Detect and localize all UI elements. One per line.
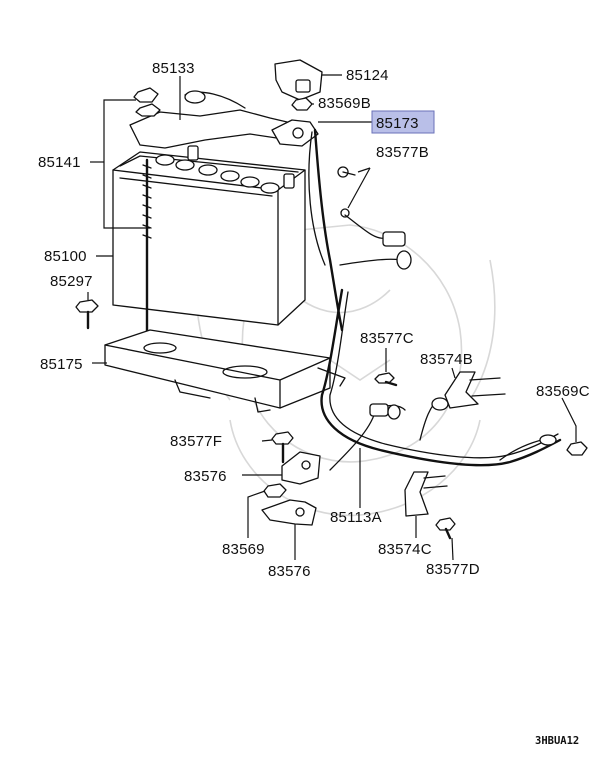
label-85297[interactable]: 85297 xyxy=(50,273,93,290)
label-85141[interactable]: 85141 xyxy=(38,154,81,171)
battery-terminal-posts xyxy=(187,145,295,189)
bracket-83574C xyxy=(404,471,448,517)
label-83574B[interactable]: 83574B xyxy=(420,351,473,368)
bolt-83577F xyxy=(271,431,294,464)
label-85175[interactable]: 85175 xyxy=(40,356,83,373)
label-85173[interactable]: 85173 xyxy=(376,115,419,132)
highlight-box xyxy=(371,110,435,134)
label-83577F[interactable]: 83577F xyxy=(170,433,222,450)
label-83569[interactable]: 83569 xyxy=(222,541,265,558)
part-labels: 85133 85124 83569B 85173 83577B 85141 85… xyxy=(38,60,590,580)
label-83576-lower[interactable]: 83576 xyxy=(268,563,311,580)
label-85133[interactable]: 85133 xyxy=(152,60,195,77)
label-83577D[interactable]: 83577D xyxy=(426,561,480,578)
leader-lines xyxy=(87,74,577,561)
label-83577C[interactable]: 83577C xyxy=(360,330,414,347)
diagram-code: 3HBUA12 xyxy=(535,735,579,747)
bracket-83576-lower xyxy=(261,499,317,526)
nut-83569C xyxy=(566,441,588,456)
terminal-85173 xyxy=(271,119,319,147)
harness-upper-connectors xyxy=(339,214,412,270)
battery-tray xyxy=(104,329,331,413)
label-83569B[interactable]: 83569B xyxy=(318,95,371,112)
tray-clip xyxy=(317,367,346,387)
battery xyxy=(112,145,306,326)
bolt-83577D xyxy=(435,517,456,540)
label-83577B[interactable]: 83577B xyxy=(376,144,429,161)
label-85113A[interactable]: 85113A xyxy=(330,509,382,526)
bolt-83577C xyxy=(374,372,398,387)
battery-cell-caps xyxy=(155,154,280,194)
bolt-85297 xyxy=(75,299,99,330)
bracket-83576-upper xyxy=(281,451,321,485)
label-85124[interactable]: 85124 xyxy=(346,67,389,84)
label-83569C[interactable]: 83569C xyxy=(536,383,590,400)
bolt-83577B xyxy=(337,166,356,218)
terminal-cover-85124 xyxy=(274,59,323,101)
nut-83569 xyxy=(263,483,287,498)
label-85100[interactable]: 85100 xyxy=(44,248,87,265)
clamp-nuts xyxy=(133,87,161,117)
label-83574C[interactable]: 83574C xyxy=(378,541,432,558)
bracket-83574B xyxy=(444,371,506,409)
wiring-harness-85113A xyxy=(320,288,562,471)
hold-down-rod xyxy=(142,158,152,357)
battery-clamp-bar xyxy=(129,90,301,149)
battery-cable xyxy=(308,128,344,332)
nut-83569B xyxy=(291,97,313,111)
label-83576-upper[interactable]: 83576 xyxy=(184,468,227,485)
